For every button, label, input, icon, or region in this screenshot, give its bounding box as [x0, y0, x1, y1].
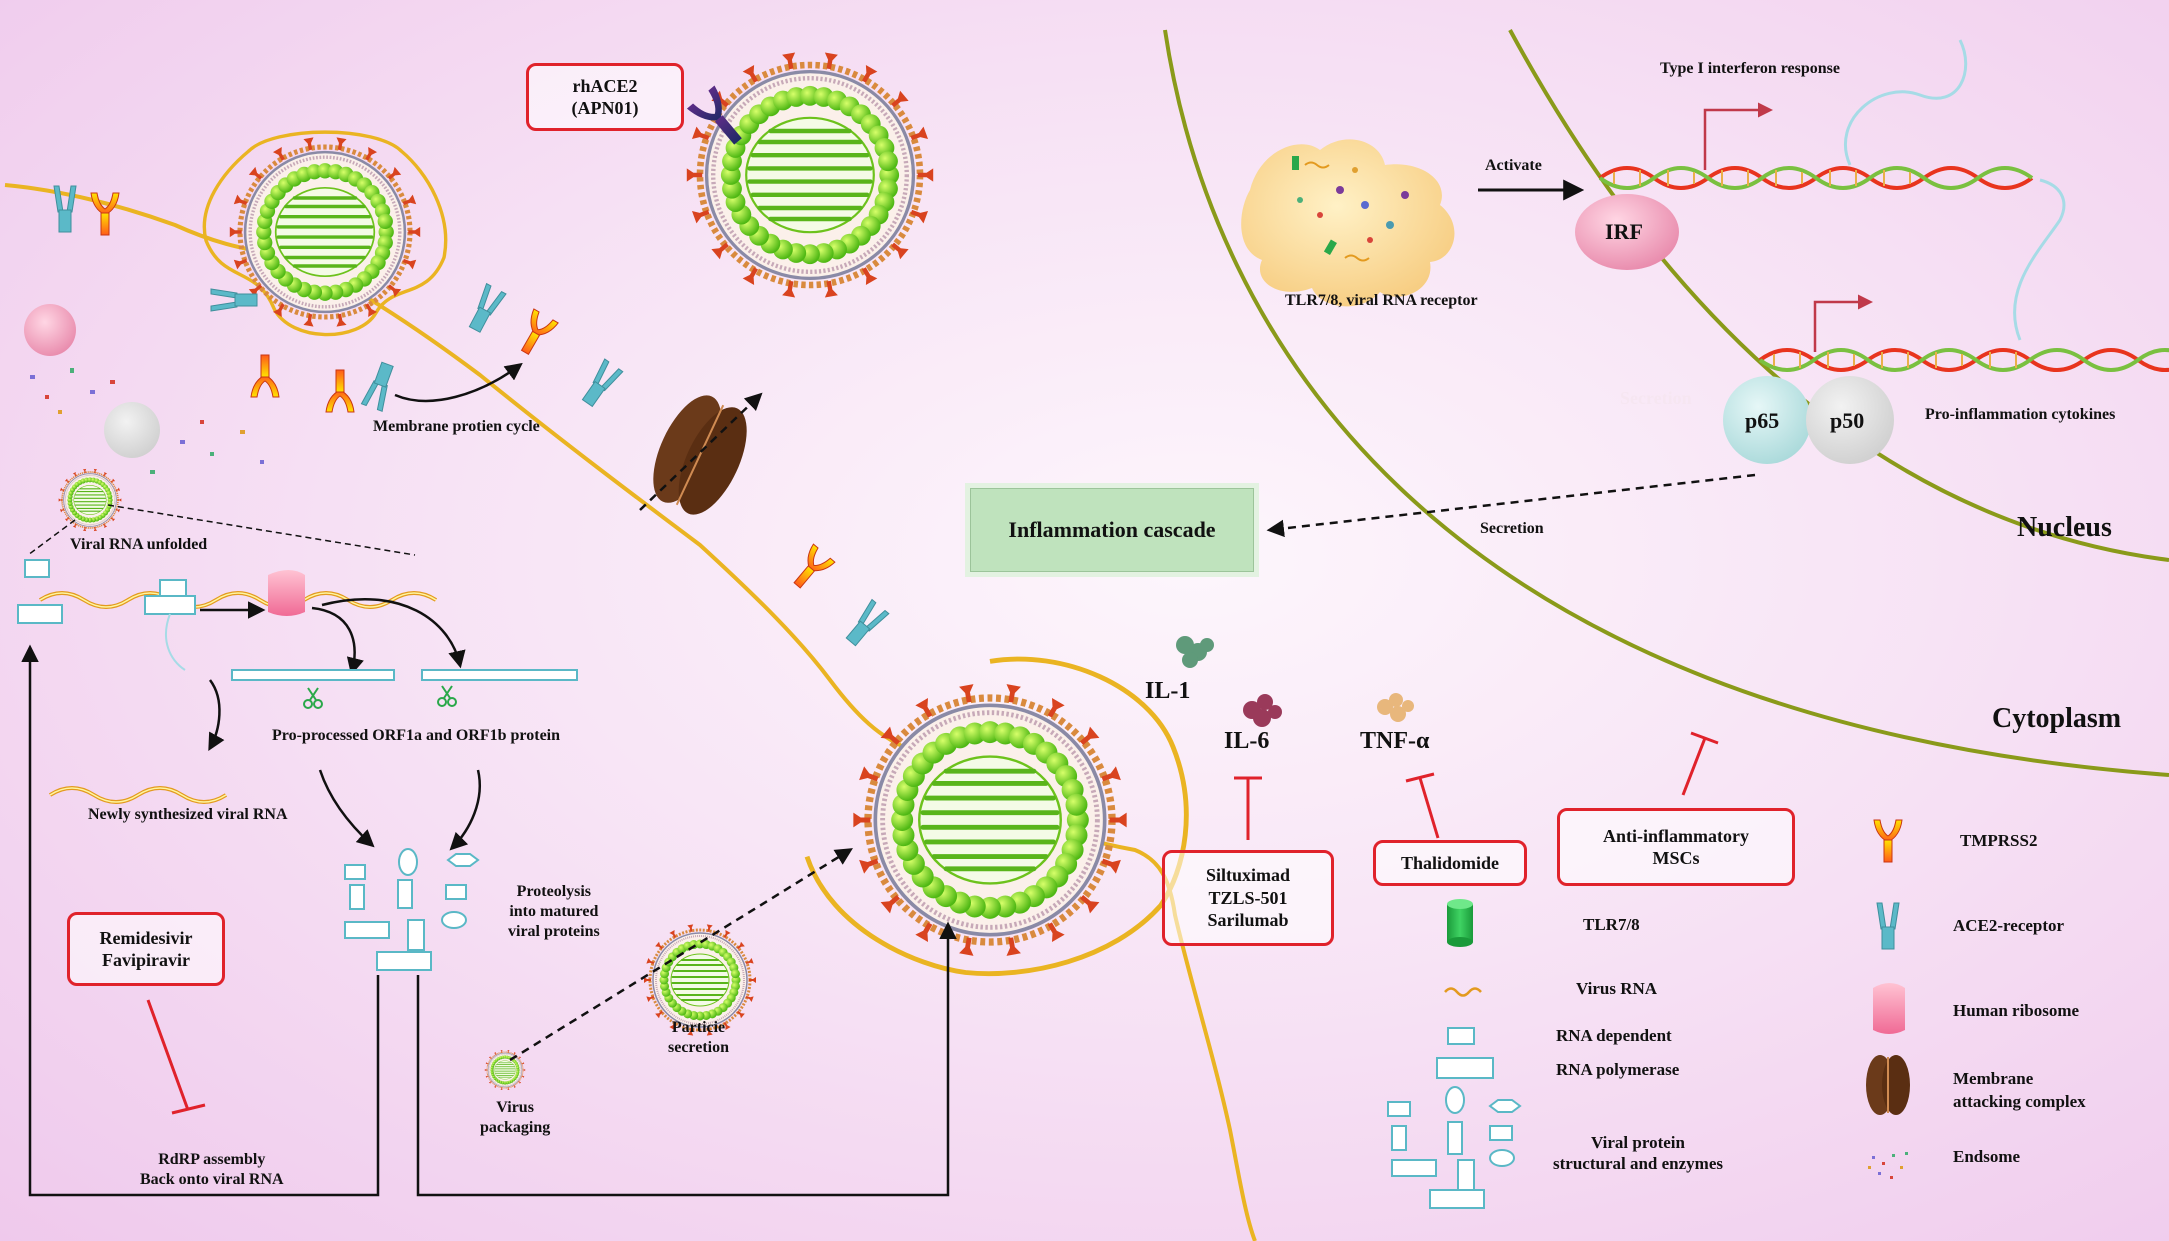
activate-label: Activate	[1485, 157, 1542, 174]
remdesivir-line-1: Remidesivir	[99, 927, 193, 948]
secretion-label: Secretion	[1480, 520, 1544, 537]
proteolysis-label: Proteolysis into matured viral proteins	[508, 882, 600, 942]
legend-rdrp-1: RNA dependent	[1556, 1026, 1672, 1045]
nucleus-label: Nucleus	[2017, 512, 2112, 543]
legend-ace2: ACE2-receptor	[1953, 916, 2065, 935]
membrane-cycle-label: Membrane protien cycle	[373, 418, 540, 435]
viral-rna-unfolded-label: Viral RNA unfolded	[70, 536, 208, 553]
siltuximab-line-1: Siltuximad	[1205, 865, 1291, 886]
virus-packaging-label: Virus packaging	[480, 1098, 550, 1138]
remdesivir-line-2: Favipiravir	[102, 950, 190, 970]
newly-rna-label: Newly synthesized viral RNA	[88, 806, 288, 823]
p65-label: p65	[1745, 408, 1780, 433]
legend-virus-rna: Virus RNA	[1576, 979, 1658, 998]
legend-mac-line-1: Membrane	[1953, 1069, 2034, 1088]
particle-secretion-line-2: secretion	[668, 1039, 730, 1056]
tlr-receptor-label: TLR7/8, viral RNA receptor	[1285, 292, 1478, 309]
proteolysis-line-1: Proteolysis	[516, 883, 592, 900]
tnf-label: TNF-α	[1360, 728, 1430, 754]
legend-tlr78: TLR7/8	[1583, 915, 1640, 934]
legend-viral-protein-line-1: Viral protein	[1591, 1133, 1685, 1152]
thalidomide-drug-box: Thalidomide	[1373, 840, 1527, 886]
cytoplasm-label: Cytoplasm	[1992, 703, 2122, 734]
rhace2-line-2: (APN01)	[571, 98, 639, 118]
proteolysis-line-3: viral proteins	[508, 923, 600, 940]
rhace2-line-1: rhACE2	[572, 75, 638, 96]
legend-rdrp-2: RNA polymerase	[1556, 1060, 1680, 1079]
legend-ribosome: Human ribosome	[1953, 1001, 2080, 1020]
legend-mac: Membrane attacking complex	[1953, 1068, 2086, 1114]
il1-label: IL-1	[1145, 678, 1191, 704]
orf-protein-label: Pro-processed ORF1a and ORF1b protein	[272, 727, 561, 744]
siltuximab-line-2: TZLS-501	[1208, 887, 1288, 908]
msc-drug-box: Anti-inflammatory MSCs	[1557, 808, 1795, 886]
legend-viral-protein: Viral protein structural and enzymes	[1553, 1132, 1723, 1175]
thalidomide-line-1: Thalidomide	[1400, 852, 1500, 873]
msc-line-1: Anti-inflammatory	[1603, 825, 1749, 846]
type1-ifn-label: Type I interferon response	[1660, 60, 1840, 77]
particle-secretion-line-1: Particie	[671, 1019, 726, 1036]
rdrp-assembly-label: RdRP assembly Back onto viral RNA	[140, 1150, 284, 1190]
inflammation-cascade-label: Inflammation cascade	[1008, 517, 1216, 542]
msc-line-2: MSCs	[1652, 848, 1700, 868]
virus-packaging-line-2: packaging	[480, 1119, 551, 1136]
legend-mac-line-2: attacking complex	[1953, 1091, 2086, 1111]
legend-viral-protein-line-2: structural and enzymes	[1553, 1154, 1723, 1174]
rhace2-drug-box: rhACE2 (APN01)	[526, 63, 684, 131]
remdesivir-drug-box: Remidesivir Favipiravir	[67, 912, 225, 986]
siltuximab-drug-box: Siltuximad TZLS-501 Sarilumab	[1162, 850, 1334, 946]
p50-label: p50	[1830, 408, 1865, 433]
rdrp-line-1: RdRP assembly	[158, 1151, 266, 1168]
rdrp-line-2: Back onto viral RNA	[140, 1171, 284, 1188]
secretion-faded-label: Secretion	[1620, 388, 1692, 408]
legend-tmprss2: TMPRSS2	[1960, 831, 2038, 850]
proteolysis-line-2: into matured	[509, 903, 599, 920]
pro-inflammation-label: Pro-inflammation cytokines	[1925, 406, 2116, 423]
particle-secretion-label: Particie secretion	[668, 1018, 729, 1058]
siltuximab-line-3: Sarilumab	[1207, 910, 1289, 931]
virus-packaging-line-1: Virus	[496, 1099, 534, 1116]
legend-endosome: Endsome	[1953, 1147, 2021, 1166]
irf-label: IRF	[1605, 219, 1643, 244]
il6-label: IL-6	[1224, 728, 1270, 754]
inflammation-cascade-box: Inflammation cascade	[970, 488, 1254, 572]
